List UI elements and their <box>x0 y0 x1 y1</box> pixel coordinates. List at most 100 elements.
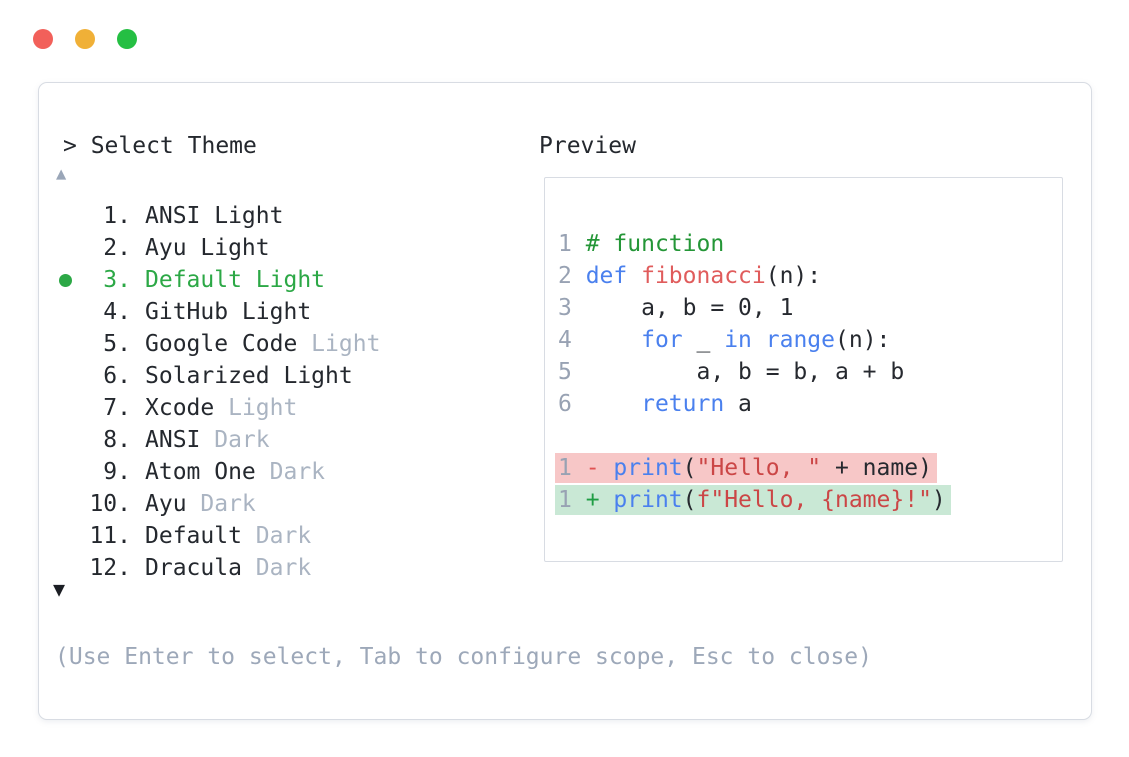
theme-option-label: Default <box>145 523 242 549</box>
theme-option-3[interactable]: 3. Default Light <box>39 264 509 296</box>
selected-dot-icon <box>59 273 72 287</box>
code-line: 5 a, b = b, a + b <box>558 356 1062 388</box>
theme-option-1[interactable]: 1. ANSI Light <box>39 200 509 232</box>
theme-option-number: 3. <box>103 267 131 293</box>
diff-plus-sign: + <box>585 487 614 513</box>
theme-option-number: 2. <box>103 235 131 261</box>
code-token: print <box>613 455 683 481</box>
code-token: + name) <box>821 455 932 481</box>
code-token: ( <box>682 455 697 481</box>
theme-list: 1. ANSI Light 2. Ayu Light 3. Default Light 4.… <box>39 200 509 584</box>
code-token: _ <box>682 327 725 353</box>
theme-option-number: 7. <box>103 395 131 421</box>
code-line: 4 for _ in range(n): <box>558 324 1062 356</box>
theme-option-number: 9. <box>103 459 131 485</box>
code-token: a, b = b, a + b <box>585 359 905 385</box>
code-token: return <box>641 391 725 417</box>
line-number: 4 <box>558 327 586 353</box>
theme-option-variant: Dark <box>241 555 312 581</box>
scroll-up-icon[interactable]: ▲ <box>56 164 67 184</box>
code-token: for <box>641 327 683 353</box>
scroll-down-icon[interactable]: ▼ <box>53 577 66 601</box>
theme-option-number: 1. <box>103 203 131 229</box>
theme-option-label: ANSI Light <box>145 203 284 229</box>
theme-option-variant: Light <box>214 395 298 421</box>
theme-option-4[interactable]: 4. GitHub Light <box>39 296 509 328</box>
line-number: 2 <box>558 263 586 289</box>
theme-option-7[interactable]: 7. Xcode Light <box>39 392 509 424</box>
theme-option-number: 12. <box>89 555 131 581</box>
code-line: 3 a, b = 0, 1 <box>558 292 1062 324</box>
theme-option-number: 10. <box>89 491 131 517</box>
diff-removed-highlight: 1 - print("Hello, " + name) <box>555 453 937 483</box>
code-token: ) <box>931 487 946 513</box>
theme-option-label: Google Code <box>145 331 298 357</box>
theme-option-label: ANSI <box>145 427 201 453</box>
theme-option-5[interactable]: 5. Google Code Light <box>39 328 509 360</box>
code-line: 6 return a <box>558 388 1062 420</box>
code-token: (n): <box>835 327 891 353</box>
theme-option-label: Ayu <box>145 491 187 517</box>
theme-option-number: 6. <box>103 363 131 389</box>
code-line: 1 # function <box>558 228 1062 260</box>
line-number: 1 <box>558 487 586 513</box>
theme-option-label: Xcode <box>145 395 215 421</box>
theme-option-number: 11. <box>89 523 131 549</box>
code-token: (n): <box>765 263 822 289</box>
window-controls <box>33 29 159 49</box>
code-line: 2 def fibonacci(n): <box>558 260 1062 292</box>
theme-option-number: 4. <box>103 299 131 325</box>
code-token: in <box>724 327 752 353</box>
close-button[interactable] <box>33 29 53 49</box>
code-token: a <box>724 391 752 417</box>
theme-option-10[interactable]: 10. Ayu Dark <box>39 488 509 520</box>
code-token <box>586 391 641 417</box>
code-token: range <box>765 327 835 353</box>
selected-indicator-icon <box>39 273 89 287</box>
code-token: print <box>613 487 683 513</box>
code-token: fibonacci <box>641 263 766 289</box>
theme-option-label: Atom One <box>145 459 256 485</box>
theme-picker-dialog: > Select Theme ▲ 1. ANSI Light 2. Ayu Light… <box>38 82 1092 720</box>
theme-option-variant: Light <box>297 331 381 357</box>
code-token: def <box>585 263 628 289</box>
theme-option-label: Dracula <box>145 555 242 581</box>
line-number: 1 <box>558 455 586 481</box>
theme-option-variant: Dark <box>200 427 270 453</box>
theme-option-label: Ayu Light <box>145 235 270 261</box>
theme-option-number: 5. <box>103 331 131 357</box>
code-token: "Hello, " <box>696 455 822 481</box>
diff-line: 1 - print("Hello, " + name) <box>555 452 1062 484</box>
preview-title: Preview <box>539 133 636 159</box>
code-token: f"Hello, {name}!" <box>696 487 932 513</box>
diff-added-highlight: 1 + print(f"Hello, {name}!") <box>555 485 951 515</box>
code-token <box>752 327 766 353</box>
code-token: a, b = 0, 1 <box>585 295 794 321</box>
theme-option-label: GitHub Light <box>145 299 312 325</box>
theme-option-12[interactable]: 12. Dracula Dark <box>39 552 509 584</box>
minimize-button[interactable] <box>75 29 95 49</box>
diff-minus-sign: - <box>585 455 614 481</box>
keyboard-hint-text: (Use Enter to select, Tab to configure s… <box>55 644 872 670</box>
theme-option-variant: Dark <box>186 491 256 517</box>
theme-option-label: Solarized Light <box>145 363 353 389</box>
line-number: 6 <box>558 391 586 417</box>
theme-option-2[interactable]: 2. Ayu Light <box>39 232 509 264</box>
theme-option-variant: Dark <box>255 459 326 485</box>
theme-option-11[interactable]: 11.Default Dark <box>39 520 509 552</box>
theme-option-label: Default Light <box>145 267 326 293</box>
line-number: 3 <box>558 295 586 321</box>
theme-option-number: 8. <box>103 427 131 453</box>
zoom-button[interactable] <box>117 29 137 49</box>
theme-option-8[interactable]: 8. ANSI Dark <box>39 424 509 456</box>
code-token: # function <box>585 231 725 257</box>
theme-option-9[interactable]: 9. Atom One Dark <box>39 456 509 488</box>
theme-option-6[interactable]: 6. Solarized Light <box>39 360 509 392</box>
code-token <box>627 263 641 289</box>
diff-line: 1 + print(f"Hello, {name}!") <box>555 484 1062 516</box>
code-token <box>586 327 641 353</box>
theme-picker-prompt: > Select Theme <box>63 133 257 159</box>
line-number: 5 <box>558 359 586 385</box>
